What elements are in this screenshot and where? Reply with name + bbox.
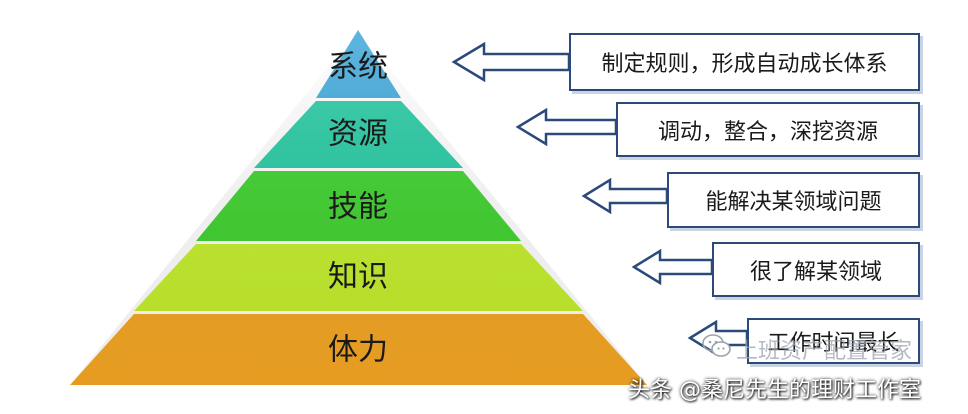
- source-credit: 头条 @桑尼先生的理财工作室: [628, 378, 921, 403]
- arrow-icon: [451, 41, 571, 83]
- description-box-1: 制定规则，形成自动成长体系: [569, 33, 920, 91]
- description-text-4: 很了解某领域: [749, 259, 882, 285]
- level-label-5: 体力: [328, 333, 388, 368]
- arrow-icon: [515, 107, 618, 147]
- description-box-2: 调动，整合，深挖资源: [616, 102, 920, 157]
- description-box-5: 工作时间最长: [747, 318, 920, 364]
- description-text-2: 调动，整合，深挖资源: [657, 119, 878, 145]
- description-box-3: 能解决某领域问题: [667, 172, 920, 228]
- description-text-1: 制定规则，形成自动成长体系: [601, 52, 888, 77]
- level-label-4: 知识: [328, 260, 388, 295]
- description-text-5: 工作时间最长: [767, 331, 900, 356]
- arrow-icon: [581, 177, 669, 215]
- watermark-text: 上班资产配置管家: [736, 339, 913, 364]
- arrow-icon: [631, 248, 714, 286]
- level-label-1: 系统: [328, 50, 388, 85]
- pyramid-shading: [70, 30, 647, 385]
- level-label-2: 资源: [328, 117, 388, 152]
- wechat-icon: [702, 334, 731, 357]
- level-label-3: 技能: [328, 190, 388, 225]
- description-box-4: 很了解某领域: [712, 242, 920, 297]
- description-text-3: 能解决某领域问题: [705, 190, 882, 215]
